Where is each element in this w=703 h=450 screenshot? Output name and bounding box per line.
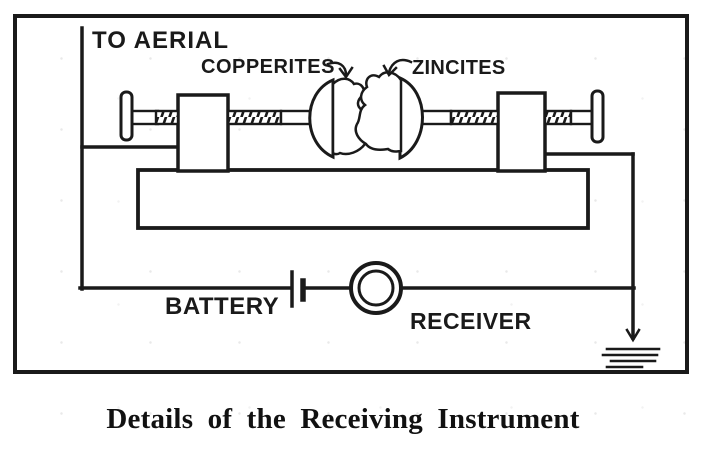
ground-wire <box>543 152 641 343</box>
label-battery: BATTERY <box>165 293 280 320</box>
figure-caption: Details of the Receiving Instrument <box>106 403 580 435</box>
double-circle-receiver-icon <box>349 261 403 315</box>
battery-cell-icon <box>290 270 306 308</box>
zincite-crystal <box>354 71 403 153</box>
label-receiver: RECEIVER <box>410 308 532 334</box>
copperites-leader-arrow <box>326 61 354 80</box>
left-thumbscrew-knob <box>119 90 134 142</box>
ground-arrowhead <box>625 328 641 343</box>
zincites-leader-arrow <box>382 58 413 78</box>
label-zincites: ZINCITES <box>412 57 506 79</box>
label-to-aerial: TO AERIAL <box>92 27 230 54</box>
earth-ground-icon <box>601 347 661 369</box>
figure-border <box>13 14 689 374</box>
copperite-holder-cup <box>308 77 335 160</box>
zincite-holder-cup <box>398 75 424 161</box>
aerial-wire <box>80 26 181 291</box>
label-copperites: COPPERITES <box>201 56 335 78</box>
right-standard <box>496 91 547 173</box>
left-standard <box>176 93 230 173</box>
base-platform <box>136 168 590 230</box>
right-adjusting-screw <box>418 109 595 126</box>
right-thumbscrew-knob <box>590 89 605 144</box>
